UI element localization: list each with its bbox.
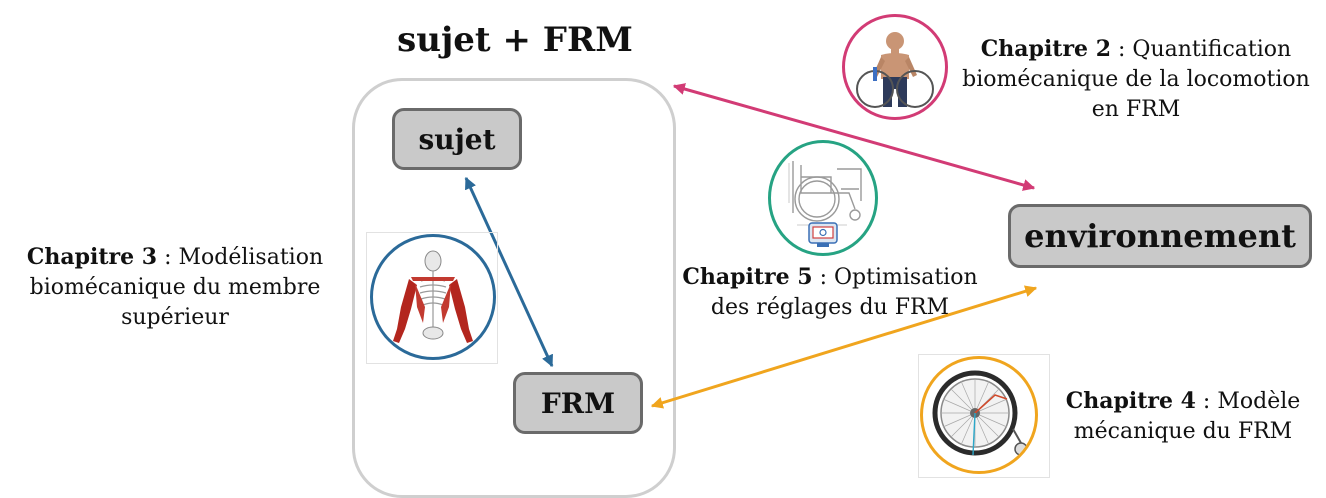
caption-ch3-line1: Chapitre 3 : Modélisation — [26, 244, 324, 270]
caption-ch2-line1: Chapitre 2 : Quantification — [980, 36, 1292, 62]
caption-ch5-text1: Optimisation — [834, 265, 978, 290]
arrow-ch4-frm-environnement — [650, 285, 1038, 409]
caption-ch3-chapter: Chapitre 3 — [26, 244, 158, 270]
caption-ch4-text1: Modèle — [1217, 389, 1301, 414]
arrow-ch3-sujet-frm — [464, 176, 554, 368]
wheelchair-schematic-icon — [768, 140, 878, 256]
caption-chapitre-5: Chapitre 5 : Optimisation des réglages d… — [670, 262, 990, 323]
caption-ch3-line3: supérieur — [121, 305, 229, 330]
node-frm[interactable]: FRM — [513, 372, 643, 434]
caption-ch2-line3: en FRM — [1091, 97, 1181, 122]
caption-ch3-text1: Modélisation — [178, 245, 324, 270]
caption-ch4-line1: Chapitre 4 : Modèle — [1065, 388, 1301, 414]
group-title: sujet + FRM — [397, 20, 633, 60]
wheel-image-frame — [918, 354, 1050, 478]
caption-chapitre-4: Chapitre 4 : Modèle mécanique du FRM — [1048, 386, 1318, 447]
caption-ch2-text1: Quantification — [1132, 37, 1292, 62]
caption-ch5-chapter: Chapitre 5 — [682, 264, 813, 290]
upper-limb-image-frame — [366, 232, 498, 364]
caption-ch4-chapter: Chapitre 4 — [1065, 388, 1196, 414]
caption-ch3-line2: biomécanique du membre — [29, 275, 321, 300]
arrows-layer — [464, 83, 1038, 409]
caption-ch5-line2: des réglages du FRM — [710, 295, 950, 320]
caption-chapitre-3: Chapitre 3 : Modélisation biomécanique d… — [2, 242, 348, 333]
wheel-mechanics-icon — [920, 356, 1038, 474]
node-environnement[interactable]: environnement — [1008, 204, 1312, 268]
caption-ch2-line2: biomécanique de la locomotion — [962, 67, 1310, 92]
upper-limb-skeleton-icon — [370, 234, 496, 360]
node-sujet[interactable]: sujet — [392, 108, 522, 170]
wheelchair-user-photo-icon — [842, 14, 948, 120]
caption-chapitre-2: Chapitre 2 : Quantification biomécanique… — [956, 34, 1316, 125]
caption-ch5-line1: Chapitre 5 : Optimisation — [682, 264, 978, 290]
caption-ch2-chapter: Chapitre 2 — [980, 36, 1112, 62]
caption-ch4-line2: mécanique du FRM — [1073, 419, 1293, 444]
arrow-ch2-group-environnement — [672, 83, 1036, 191]
